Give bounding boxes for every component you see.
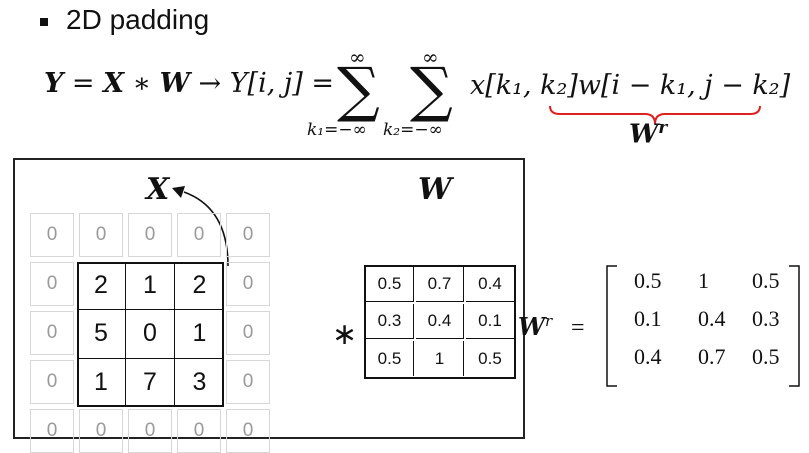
sum1-sigma: ∑ (337, 55, 380, 125)
wr-equals: = (571, 315, 585, 341)
wr-label-sup: r (544, 312, 553, 330)
sum2-upper: ∞ (422, 45, 439, 69)
pad-cell: 0 (30, 360, 74, 404)
pointer-arrow (172, 186, 229, 267)
kernel-cell: 0.4 (416, 304, 464, 339)
wr-cell: 0.3 (752, 306, 780, 331)
equation-lhs: Y = X ∗ W → Y[i, j] = (44, 68, 334, 99)
brace-underline (549, 105, 761, 125)
slide-title: 2D padding (66, 4, 210, 35)
kernel-cell: 0.5 (366, 341, 414, 376)
wr-cell: 0.5 (752, 344, 780, 369)
wr-cell: 0.1 (634, 306, 662, 331)
eq-equals: = (71, 68, 95, 99)
sum2-lower: k₂=−∞ (383, 120, 443, 140)
kernel-block (364, 265, 516, 379)
pad-cell: 0 (226, 213, 270, 257)
eq-Y: Y (44, 68, 64, 99)
input-cell: 1 (126, 262, 175, 311)
kernel-cell: 0.5 (366, 267, 414, 302)
pad-cell: 0 (30, 311, 74, 355)
kernel-cell: 1 (416, 341, 464, 376)
wr-cell: 0.5 (752, 268, 780, 293)
pad-cell: 0 (226, 409, 270, 453)
input-cell: 2 (77, 262, 126, 311)
eq-W: W (159, 68, 190, 99)
wr-label-base: W (518, 312, 545, 341)
sum2-sigma: ∑ (410, 55, 453, 125)
pad-cell: 0 (79, 409, 123, 453)
input-cell: 2 (175, 262, 224, 311)
pad-cell: 0 (30, 409, 74, 453)
eq-conv-op: ∗ (132, 68, 151, 99)
wr-matrix-label: Wr (518, 312, 552, 341)
wr-cell: 0.4 (634, 344, 662, 369)
eq-arrow: → (198, 68, 222, 99)
wr-brackets (606, 265, 800, 387)
input-cell: 7 (126, 358, 175, 407)
eq-X: X (103, 68, 125, 99)
wr-cell: 0.7 (698, 344, 726, 369)
pad-cell: 0 (128, 213, 172, 257)
kernel-cell: 0.4 (466, 267, 514, 302)
pad-cell: 0 (128, 409, 172, 453)
input-cell: 0 (126, 310, 175, 359)
label-W: W (418, 172, 452, 207)
kernel-cell: 0.7 (416, 267, 464, 302)
brace-label: Wr (629, 118, 667, 150)
pad-cell: 0 (226, 360, 270, 404)
input-cell: 1 (77, 358, 126, 407)
wr-cell: 0.4 (698, 306, 726, 331)
pad-cell: 0 (226, 311, 270, 355)
input-cell: 5 (77, 310, 126, 359)
equation-rhs: x[k₁, k₂]w[i − k₁, j − k₂] (470, 70, 791, 101)
input-block (77, 262, 224, 407)
pad-cell: 0 (177, 213, 221, 257)
kernel-cell: 0.1 (466, 304, 514, 339)
pad-cell: 0 (177, 409, 221, 453)
conv-symbol: ∗ (332, 318, 358, 351)
sum1-lower: k₁=−∞ (307, 120, 367, 140)
sum1-upper: ∞ (349, 45, 366, 69)
bullet-marker (40, 18, 48, 26)
brace-label-base: W (629, 119, 659, 150)
kernel-cell: 0.3 (366, 304, 414, 339)
kernel-cell: 0.5 (478, 348, 502, 368)
pad-cell: 0 (30, 262, 74, 306)
eq-equals-2: = (311, 68, 335, 99)
input-cell: 3 (192, 368, 207, 397)
wr-cell: 0.5 (634, 268, 662, 293)
pad-cell: 0 (79, 213, 123, 257)
pad-cell: 0 (30, 213, 74, 257)
brace-label-sup: r (658, 118, 668, 138)
eq-Yij: Y[i, j] (229, 68, 303, 99)
label-X: X (146, 172, 170, 207)
pad-cell: 0 (226, 262, 270, 306)
input-cell: 1 (175, 310, 224, 359)
wr-cell: 1 (698, 268, 709, 293)
